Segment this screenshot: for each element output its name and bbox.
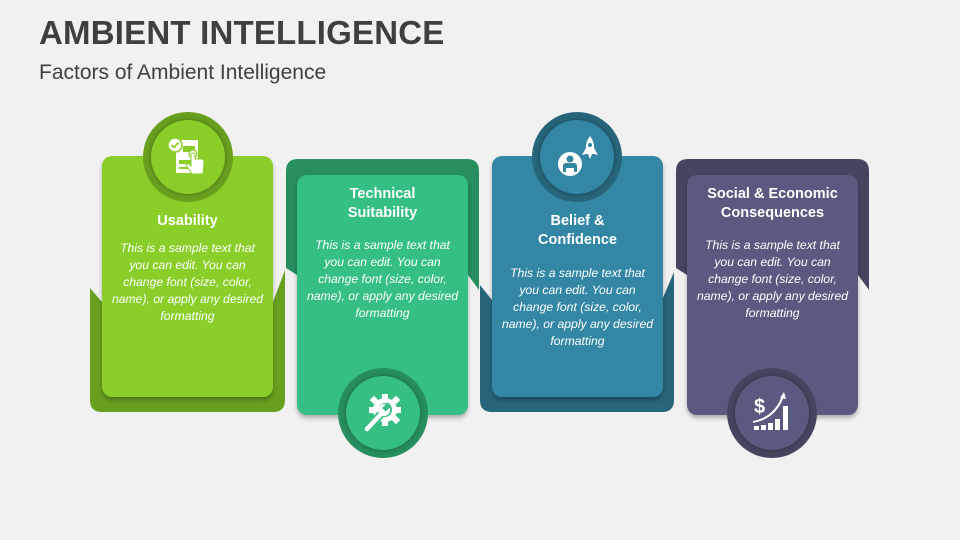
card-body: This is a sample text that you can edit.… <box>111 241 264 323</box>
touch-checklist-icon <box>167 137 205 175</box>
card2-icon-badge <box>338 368 428 458</box>
svg-text:$: $ <box>754 396 765 418</box>
wrench-gear-icon <box>362 394 401 434</box>
card3-icon-badge <box>532 112 622 202</box>
card-title: Social & Economic Consequences <box>707 186 838 221</box>
card-body: This is a sample text that you can edit.… <box>696 238 849 320</box>
page-subtitle: Factors of Ambient Intelligence <box>39 61 327 84</box>
card-body: This is a sample text that you can edit.… <box>306 238 459 320</box>
person-rocket-icon <box>558 136 598 176</box>
page-title: AMBIENT INTELLIGENCE <box>39 14 445 51</box>
card-title: Technical Suitability <box>347 186 418 221</box>
card-title: Usability <box>157 213 218 229</box>
factor-card-technical-suitability: Technical Suitability This is a sample t… <box>297 175 468 415</box>
card-body: This is a sample text that you can edit.… <box>501 266 654 348</box>
card4-icon-badge: $ <box>727 368 817 458</box>
card1-icon-badge <box>143 112 233 202</box>
dollar-growth-chart-icon: $ <box>752 392 788 430</box>
card-title: Belief & Confidence <box>538 213 617 248</box>
